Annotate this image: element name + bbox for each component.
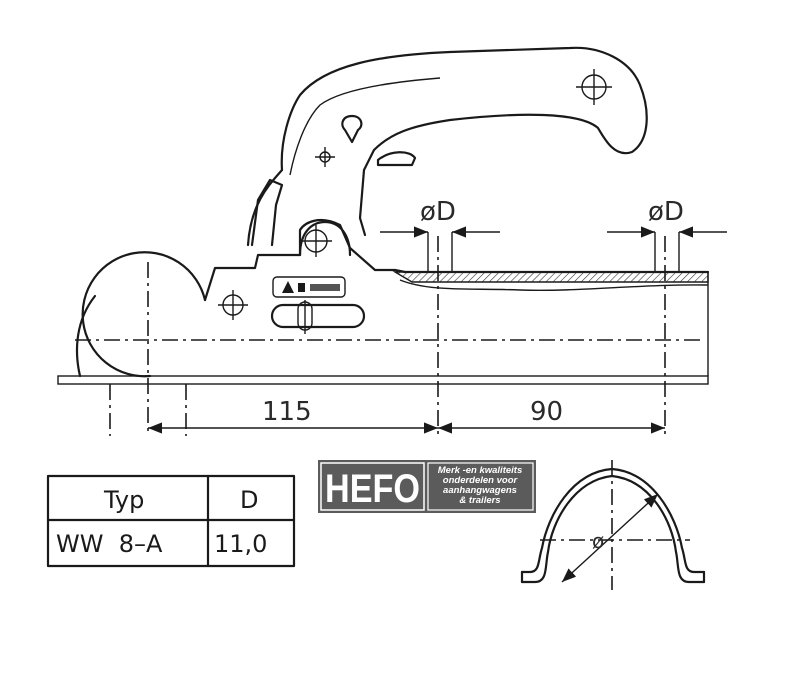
spec-table: Typ D WW 8–A 11,0 [46, 474, 296, 568]
handle-lever [246, 46, 648, 257]
logo-tagline-1: Merk -en kwaliteits [438, 465, 522, 476]
profile-diameter-line [561, 493, 659, 583]
table-header-typ: Typ [103, 486, 144, 514]
hole-small [315, 147, 335, 167]
handle-outline [246, 46, 648, 247]
warning-label [272, 276, 346, 298]
safety-lever [250, 178, 284, 247]
wear-indicator [270, 300, 366, 334]
handle-inner-line [289, 77, 441, 176]
logo-tagline-4: & trailers [459, 495, 500, 506]
housing-outline [203, 218, 710, 302]
tube-profile: ø [520, 460, 706, 590]
pivot-hump [298, 220, 352, 257]
tube-lower-edge [399, 279, 709, 292]
hole-body [218, 290, 248, 320]
hefo-logo: HEFO Merk -en kwaliteits onderdelen voor… [318, 460, 536, 513]
base-plate [57, 375, 709, 385]
table-cell-d: 11,0 [214, 530, 267, 558]
hole-handle-tip [576, 69, 612, 105]
logo-tagline-3: aanhangwagens [443, 485, 517, 496]
reference-lines [109, 232, 680, 436]
length-90-label: 90 [530, 397, 563, 427]
dimension-lines [148, 226, 727, 434]
diameter-label-right: øD [648, 197, 684, 227]
diameter-label-left: øD [420, 197, 456, 227]
table-cell-type: WW 8–A [56, 530, 163, 558]
pivot-holes [218, 69, 612, 320]
tube-hatched-wall [392, 271, 709, 283]
hole-pivot [300, 225, 332, 257]
coupling-body [57, 218, 710, 385]
keyhole-slot [341, 114, 363, 144]
logo-brand: HEFO [325, 467, 420, 511]
table-header-d: D [240, 486, 258, 514]
ball-socket-outline [81, 251, 207, 378]
ball-socket-left [75, 294, 97, 378]
logo-tagline-2: onderdelen voor [443, 475, 519, 486]
latch-nub [376, 151, 417, 167]
profile-diameter-label: ø [592, 529, 604, 553]
length-115-label: 115 [262, 397, 312, 427]
